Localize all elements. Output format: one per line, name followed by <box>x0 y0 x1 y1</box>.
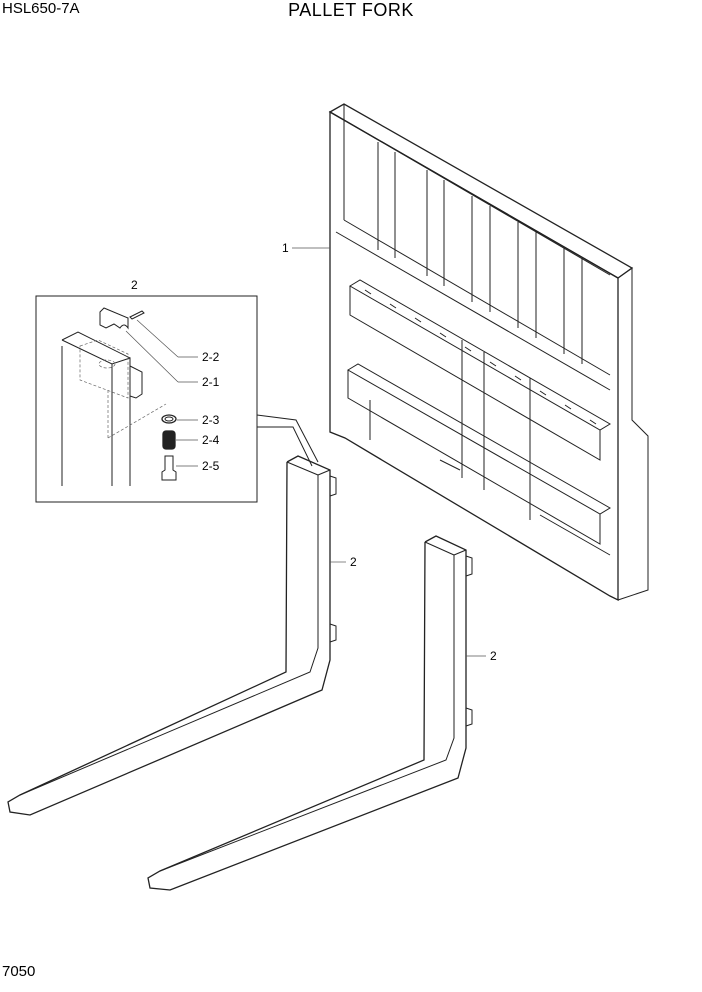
callout-2-1: 2-1 <box>202 375 220 389</box>
callout-2-3: 2-3 <box>202 413 220 427</box>
fork-carriage <box>328 103 649 602</box>
callout-2-5: 2-5 <box>202 459 220 473</box>
callout-fork-left: 2 <box>350 555 357 569</box>
fork-left <box>7 455 337 816</box>
callout-1: 1 <box>282 241 289 255</box>
fork-right <box>147 535 473 891</box>
callout-fork-right: 2 <box>490 649 497 663</box>
model-code: HSL650-7A <box>2 0 80 17</box>
page-title: PALLET FORK <box>288 0 414 20</box>
callout-2-4: 2-4 <box>202 433 220 447</box>
page-number: 7050 <box>2 963 36 980</box>
detail-inset <box>35 295 319 503</box>
callout-2-2: 2-2 <box>202 350 220 364</box>
callout-inset-2: 2 <box>131 278 138 292</box>
